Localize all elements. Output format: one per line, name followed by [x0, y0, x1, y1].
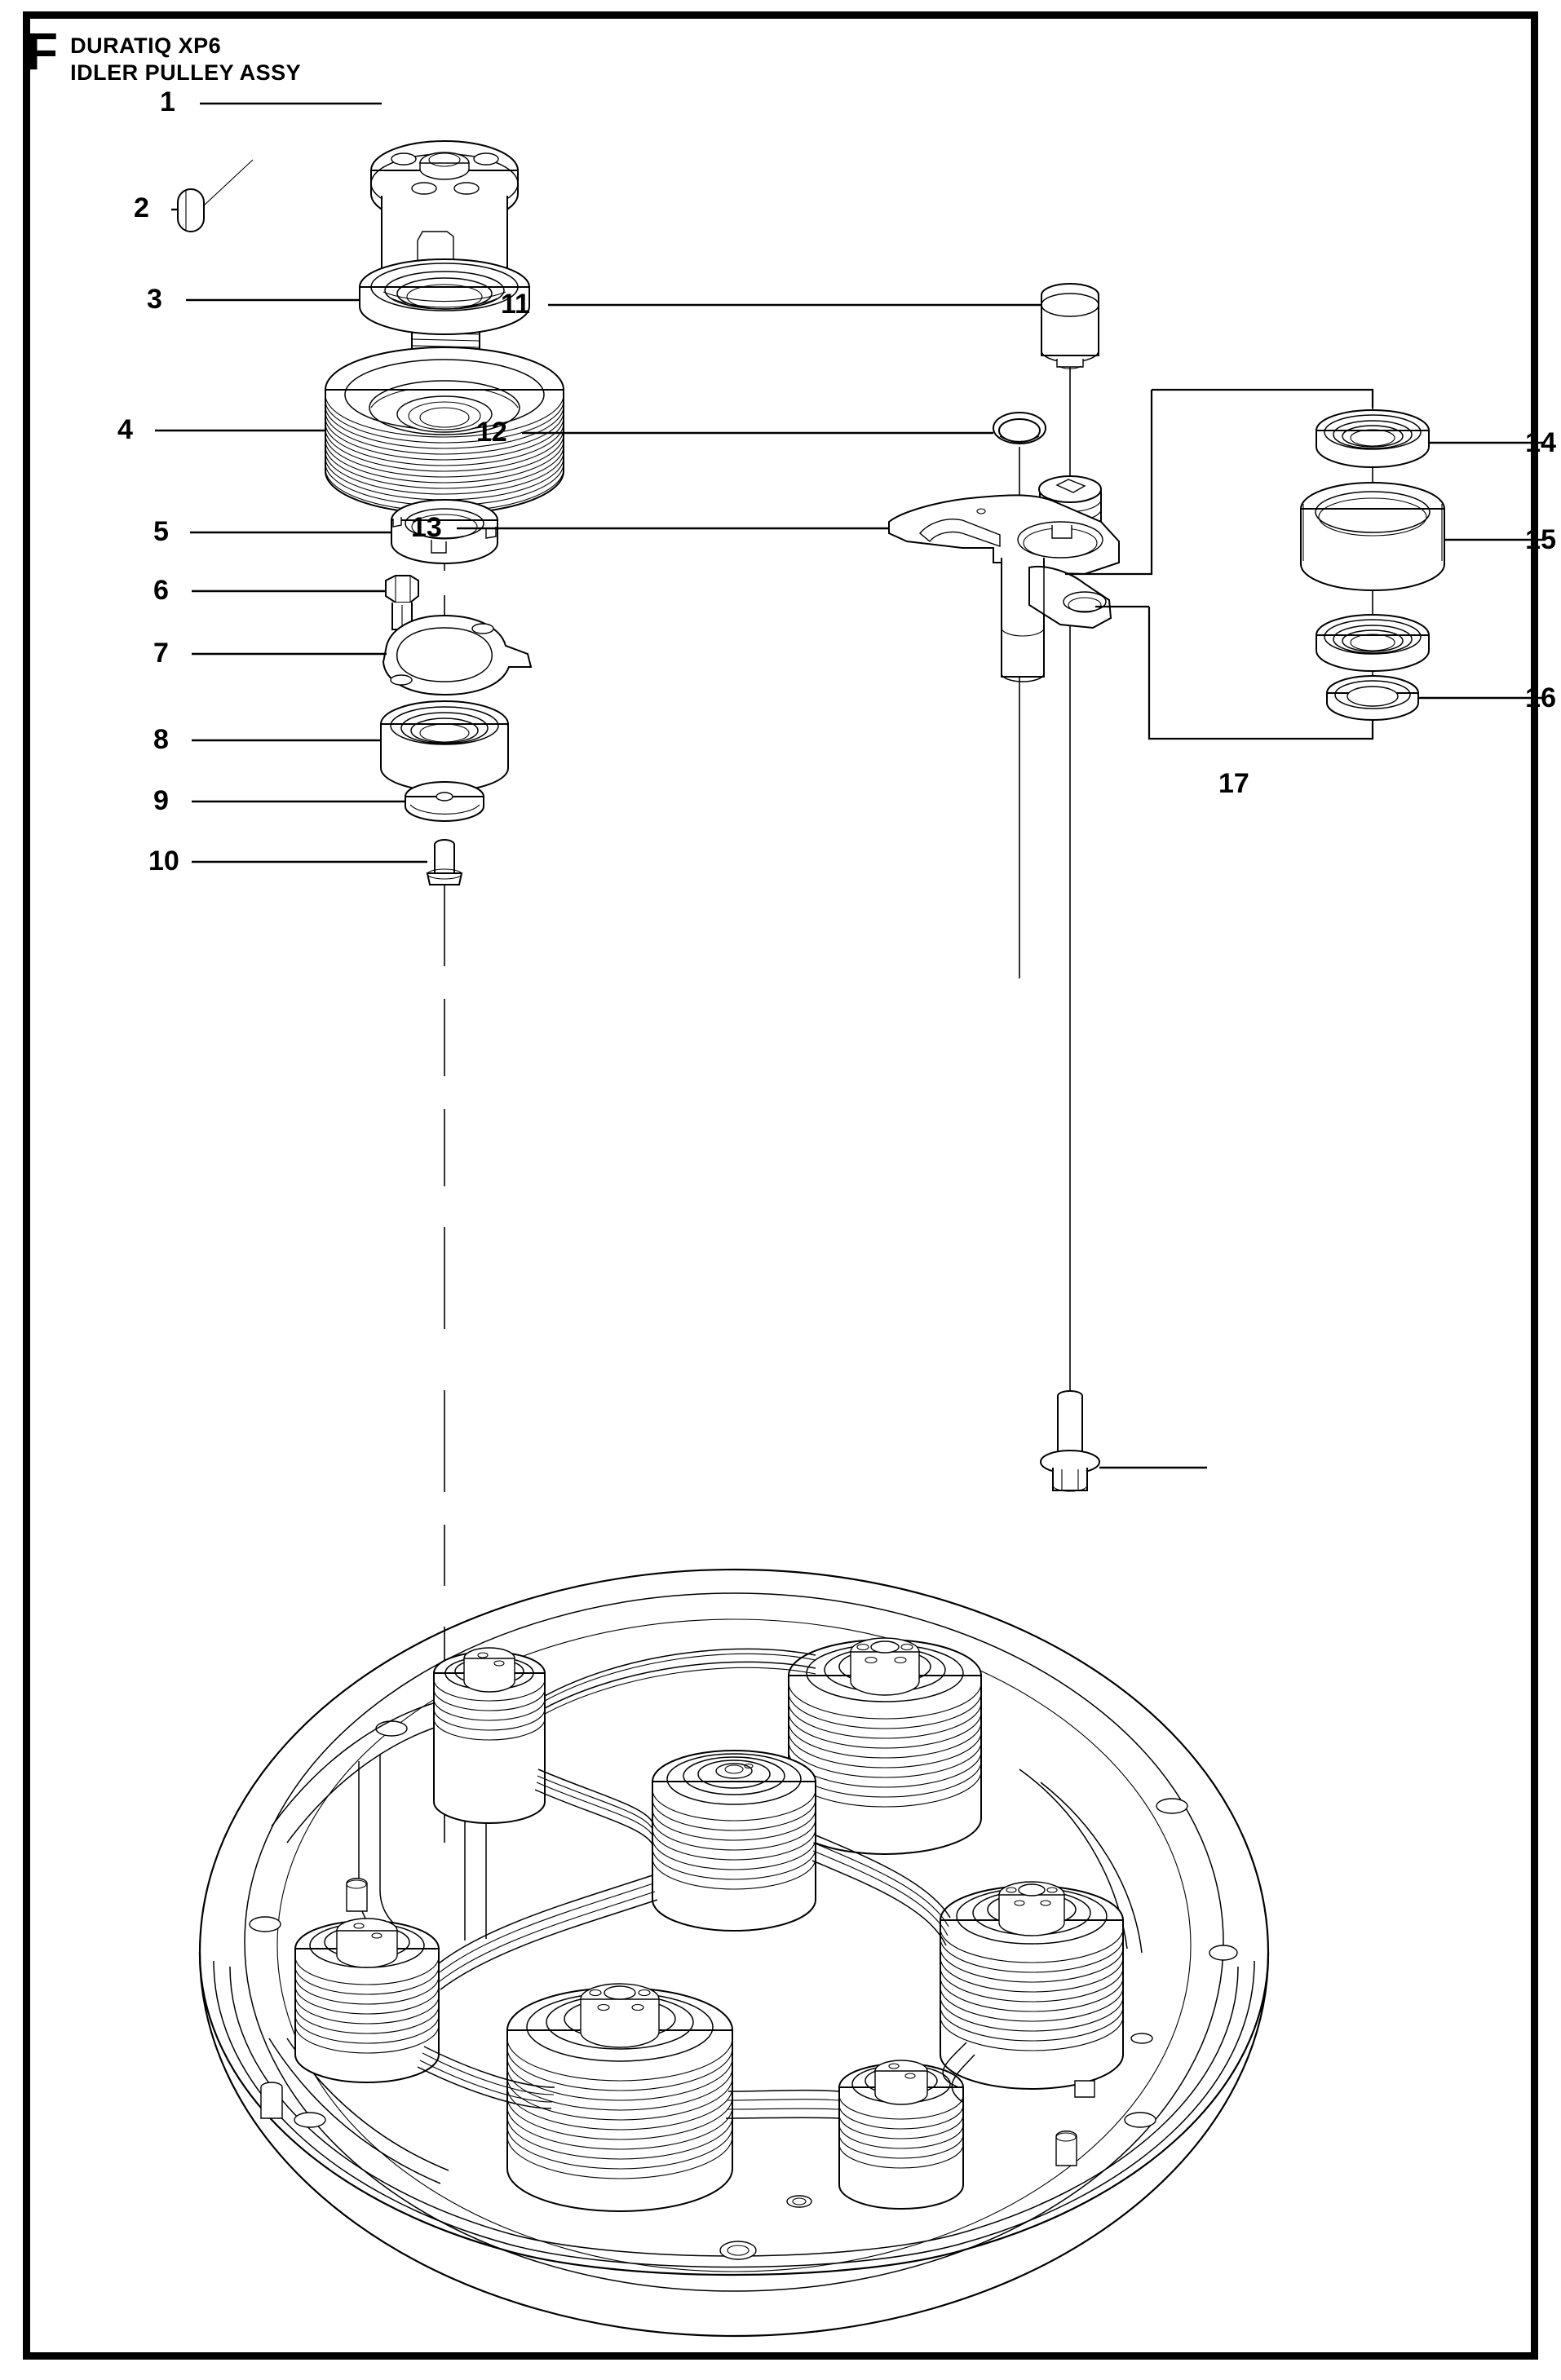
assembly-name: IDLER PULLEY ASSY — [70, 60, 302, 85]
title-text: DURATIQ XP6 IDLER PULLEY ASSY — [70, 29, 301, 86]
callout-8: 8 — [153, 724, 169, 755]
callout-15: 15 — [1525, 524, 1556, 555]
model-name: DURATIQ XP6 — [70, 33, 222, 58]
callout-2: 2 — [134, 192, 149, 223]
callout-1: 1 — [160, 86, 175, 117]
title-block: F DURATIQ XP6 IDLER PULLEY ASSY — [26, 22, 301, 86]
callout-6: 6 — [153, 575, 169, 606]
callout-7: 7 — [153, 638, 169, 669]
callout-10: 10 — [148, 846, 179, 876]
callout-13: 13 — [411, 512, 442, 543]
callout-4: 4 — [117, 414, 133, 445]
page-border-frame — [23, 11, 1538, 2360]
callout-12: 12 — [476, 417, 507, 448]
callout-9: 9 — [153, 785, 169, 816]
callout-11: 11 — [501, 289, 530, 320]
callout-17: 17 — [1218, 768, 1249, 799]
callout-3: 3 — [147, 284, 162, 315]
section-letter: F — [26, 22, 58, 81]
callout-5: 5 — [153, 516, 169, 547]
callout-16: 16 — [1525, 682, 1556, 713]
callout-14: 14 — [1525, 427, 1556, 458]
